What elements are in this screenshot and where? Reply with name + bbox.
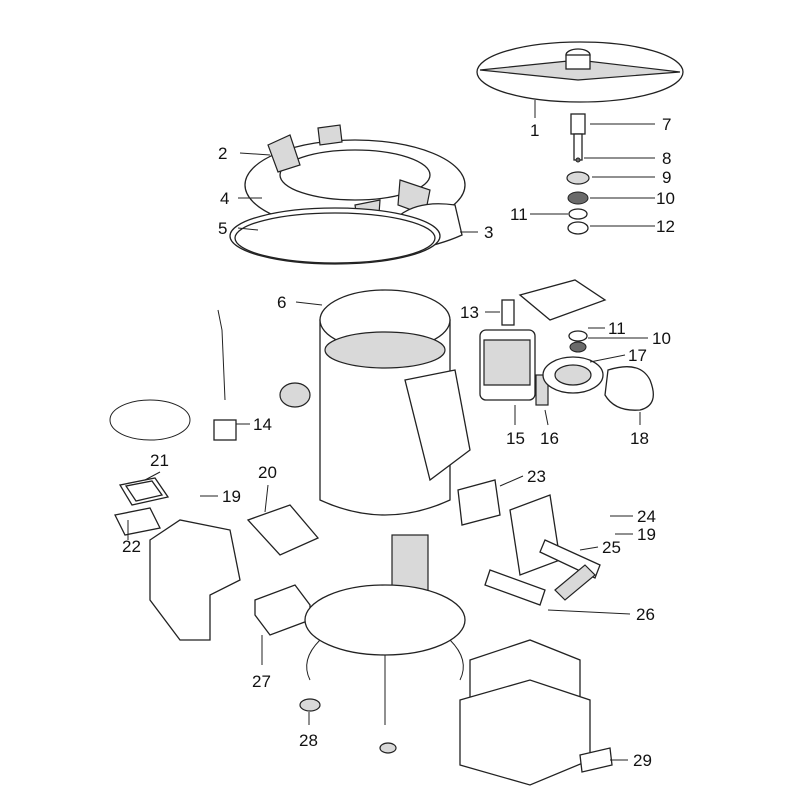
callout-8: 8: [662, 149, 671, 168]
callout-19: 19: [222, 487, 241, 506]
callout-12: 12: [656, 217, 675, 236]
callout-25: 25: [602, 538, 621, 557]
callout-26: 26: [636, 605, 655, 624]
callout-7: 7: [662, 115, 671, 134]
callout-17: 17: [628, 346, 647, 365]
callout-2: 2: [218, 144, 227, 163]
base-stand: [299, 534, 466, 754]
part-6-drum: [279, 289, 471, 516]
callout-18: 18: [630, 429, 649, 448]
callout-22: 22: [122, 537, 141, 556]
callout-15: 15: [506, 429, 525, 448]
control-housing: [149, 519, 241, 641]
callout-24: 24: [637, 507, 656, 526]
parts-8-12-seals: [566, 157, 590, 235]
part-18-belt: [604, 366, 654, 411]
callout-11: 11: [510, 205, 528, 224]
callout-11b: 11: [608, 319, 626, 338]
callout-3: 3: [484, 223, 493, 242]
part-1-disc: [476, 41, 684, 103]
callout-14: 14: [253, 415, 272, 434]
callout-23: 23: [527, 467, 546, 486]
callout-labels: 1 2 3 4 5 6 7 8 9 10 11 12 13 11 10 17 1…: [122, 115, 675, 770]
part-7-shaft: [570, 113, 586, 161]
part-27-box: [254, 584, 311, 636]
callout-5: 5: [218, 219, 227, 238]
callout-9: 9: [662, 168, 671, 187]
callout-10b: 10: [652, 329, 671, 348]
callout-28: 28: [299, 731, 318, 750]
part-15-motor: [479, 299, 549, 406]
callout-19b: 19: [637, 525, 656, 544]
callout-16: 16: [540, 429, 559, 448]
part-17-pulley-plate: [518, 279, 607, 394]
callout-10: 10: [656, 189, 675, 208]
callout-27: 27: [252, 672, 271, 691]
part-20-plate: [246, 504, 320, 556]
part-14-hose-valve: [109, 309, 237, 441]
part-22-keypad: [114, 507, 161, 536]
part-25-door-frame: [484, 494, 601, 606]
callout-29: 29: [633, 751, 652, 770]
part-5-gasket: [229, 207, 441, 265]
part-23-filter: [457, 479, 501, 526]
part-21-panel: [118, 477, 170, 506]
hopper-bin: [459, 639, 613, 786]
callout-20: 20: [258, 463, 277, 482]
callout-1: 1: [530, 121, 539, 140]
leader-lines: [127, 100, 655, 761]
callout-21: 21: [150, 451, 169, 470]
callout-6: 6: [277, 293, 286, 312]
callout-13: 13: [460, 303, 479, 322]
callout-4: 4: [220, 189, 229, 208]
